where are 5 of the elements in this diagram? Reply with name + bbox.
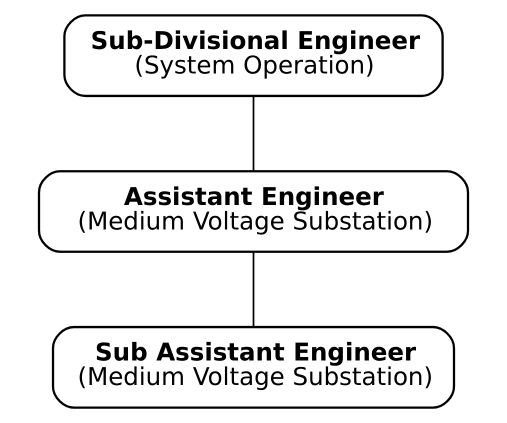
node-box: Assistant Engineer (Medium Voltage Substation): [38, 170, 470, 253]
connector: [252, 96, 254, 172]
node-box: Sub Assistant Engineer (Medium Voltage Substation): [52, 326, 456, 409]
connector: [252, 252, 254, 328]
node-box: Sub-Divisional Engineer (System Operation): [63, 14, 444, 98]
